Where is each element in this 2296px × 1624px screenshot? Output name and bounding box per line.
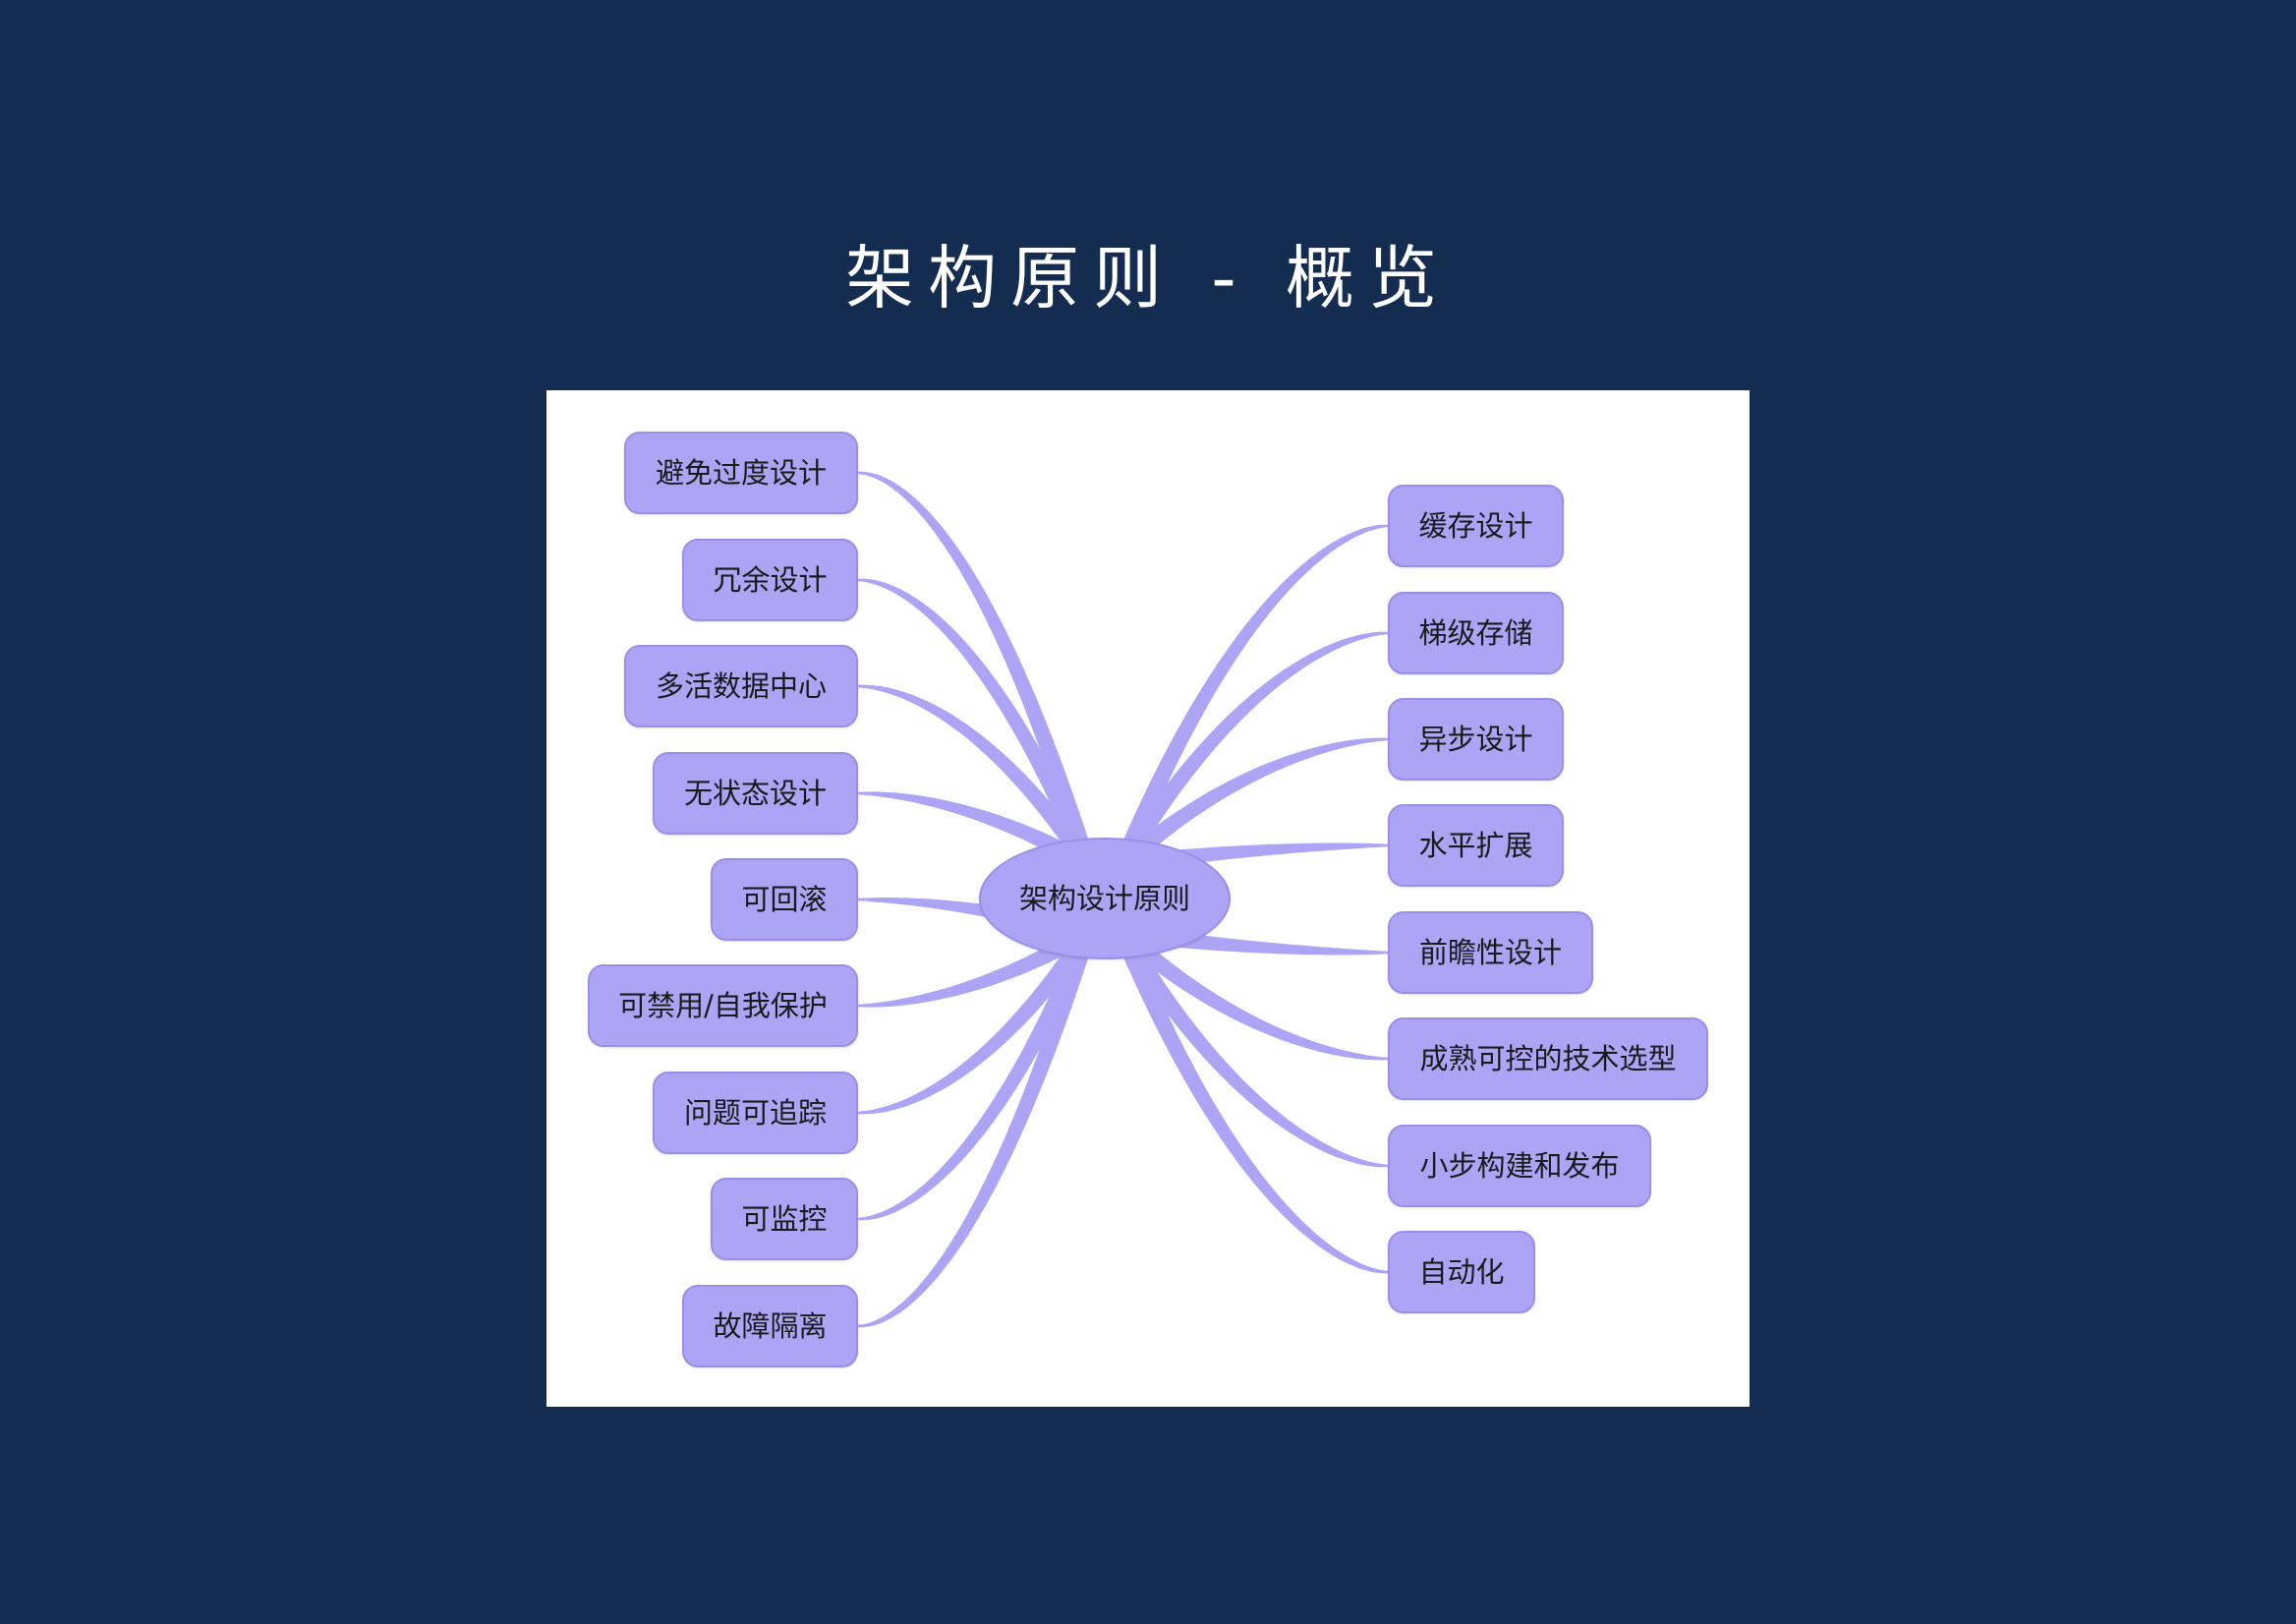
center-node: 架构设计原则 [979, 838, 1231, 959]
right-node-7: 自动化 [1388, 1231, 1535, 1313]
left-node-8: 故障隔离 [682, 1285, 858, 1367]
left-node-2: 多活数据中心 [624, 645, 858, 727]
left-node-4: 可回滚 [711, 858, 858, 941]
right-node-4: 前瞻性设计 [1388, 911, 1593, 994]
node-label: 故障隔离 [713, 1309, 828, 1343]
left-node-3: 无状态设计 [653, 752, 858, 835]
node-label: 可回滚 [741, 883, 828, 916]
node-label: 可禁用/自我保护 [618, 989, 828, 1022]
node-label: 可监控 [741, 1202, 828, 1236]
right-node-2: 异步设计 [1388, 698, 1564, 781]
right-node-3: 水平扩展 [1388, 804, 1564, 887]
branch-right-node-7 [1114, 929, 1388, 1274]
node-label: 梯级存储 [1418, 616, 1533, 650]
center-node-label: 架构设计原则 [1018, 882, 1190, 915]
node-label: 冗余设计 [713, 563, 828, 597]
node-label: 多活数据中心 [655, 669, 827, 703]
branch-right-node-3 [1120, 842, 1388, 873]
node-label: 水平扩展 [1418, 829, 1533, 862]
branch-left-node-3 [858, 791, 1092, 872]
node-label: 成熟可控的技术选型 [1419, 1042, 1677, 1075]
node-label: 避免过度设计 [655, 456, 827, 490]
node-label: 小步构建和发布 [1419, 1149, 1620, 1183]
node-label: 自动化 [1418, 1255, 1505, 1289]
right-node-0: 缓存设计 [1388, 485, 1564, 567]
branch-left-node-8 [858, 930, 1096, 1328]
node-label: 问题可追踪 [683, 1096, 827, 1130]
slide-title: 架构原则 - 概览 [845, 238, 1451, 319]
left-node-1: 冗余设计 [682, 539, 858, 621]
right-node-6: 小步构建和发布 [1388, 1125, 1651, 1207]
right-node-1: 梯级存储 [1388, 592, 1564, 674]
branch-right-node-4 [1120, 924, 1388, 956]
left-node-0: 避免过度设计 [624, 432, 858, 514]
left-node-7: 可监控 [711, 1178, 858, 1260]
left-node-5: 可禁用/自我保护 [588, 964, 858, 1047]
right-node-5: 成熟可控的技术选型 [1388, 1017, 1708, 1100]
node-label: 异步设计 [1418, 723, 1533, 756]
node-label: 前瞻性设计 [1418, 936, 1562, 969]
node-label: 缓存设计 [1418, 509, 1533, 543]
left-node-6: 问题可追踪 [653, 1072, 858, 1154]
mind-map-panel: 架构设计原则 避免过度设计 冗余设计 多活数据中心 无状态设计 可回滚 可禁用/… [546, 390, 1750, 1407]
node-label: 无状态设计 [683, 777, 827, 810]
